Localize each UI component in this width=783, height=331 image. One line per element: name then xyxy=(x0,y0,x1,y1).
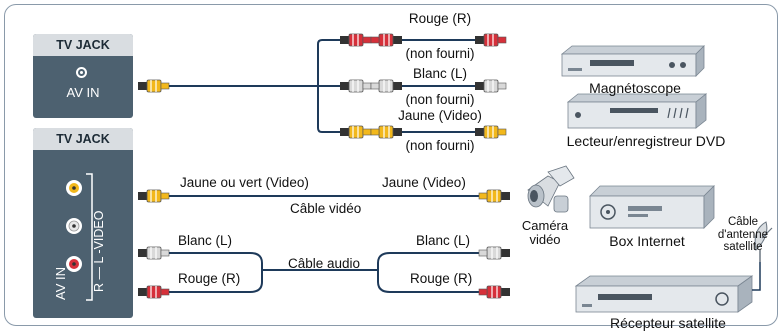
satellite-dish-icon xyxy=(754,221,773,262)
red-note: (non fourni) xyxy=(405,46,475,61)
video-left-label: Jaune ou vert (Video) xyxy=(180,175,309,190)
top-red-cable xyxy=(339,33,507,47)
tv-jack-panel-top: TV JACK AV IN xyxy=(33,34,133,118)
top-white-cable xyxy=(339,79,507,93)
vcr-device-icon xyxy=(560,45,705,77)
top-bus xyxy=(317,39,340,133)
internet-box-icon xyxy=(589,185,715,229)
white-left-label: Blanc (L) xyxy=(178,233,233,248)
camera-label: Caméra vidéo xyxy=(521,218,569,247)
internet-box-label: Box Internet xyxy=(609,233,685,249)
antenna-cable-label: Câble d'antenne satellite xyxy=(717,216,769,254)
vcr-label: Magnétoscope xyxy=(589,80,681,96)
video-cable-label: Câble vidéo xyxy=(290,201,362,216)
red-jack-icon xyxy=(66,256,82,272)
audio-cable-label: Câble audio xyxy=(288,256,361,271)
dvd-label: Lecteur/enregistreur DVD xyxy=(566,133,726,149)
white-note: (non fourni) xyxy=(405,92,475,107)
antenna-cable xyxy=(752,262,761,291)
white-jack-icon xyxy=(66,218,82,234)
video-cable xyxy=(137,189,511,203)
yellow-label: Jaune (Video) xyxy=(398,108,482,123)
jack-bracket xyxy=(86,173,93,301)
yellow-note: (non fourni) xyxy=(405,138,475,153)
camcorder-icon xyxy=(527,165,575,213)
red-right-label: Rouge (R) xyxy=(410,271,473,286)
av-in-jack-icon xyxy=(76,67,87,78)
red-label: Rouge (R) xyxy=(408,11,472,26)
white-right-label: Blanc (L) xyxy=(416,233,471,248)
red-left-label: Rouge (R) xyxy=(178,271,241,286)
av-in-label: AV IN xyxy=(66,85,100,100)
satellite-receiver-icon xyxy=(574,275,754,313)
dvd-device-icon xyxy=(566,93,708,129)
white-label: Blanc (L) xyxy=(412,66,468,81)
audio-cable-red xyxy=(137,269,511,299)
panel-header: TV JACK xyxy=(33,128,133,150)
yellow-jack-icon xyxy=(66,180,82,196)
satellite-receiver-label: Récepteur satellite xyxy=(610,315,726,331)
top-yellow-cable xyxy=(339,125,507,139)
video-right-label: Jaune (Video) xyxy=(382,175,466,190)
audio-cable-white xyxy=(137,246,511,270)
tv-jack-panel-bottom: TV JACK xyxy=(33,128,133,318)
top-av-plug xyxy=(137,79,170,93)
panel-header: TV JACK xyxy=(33,34,133,56)
